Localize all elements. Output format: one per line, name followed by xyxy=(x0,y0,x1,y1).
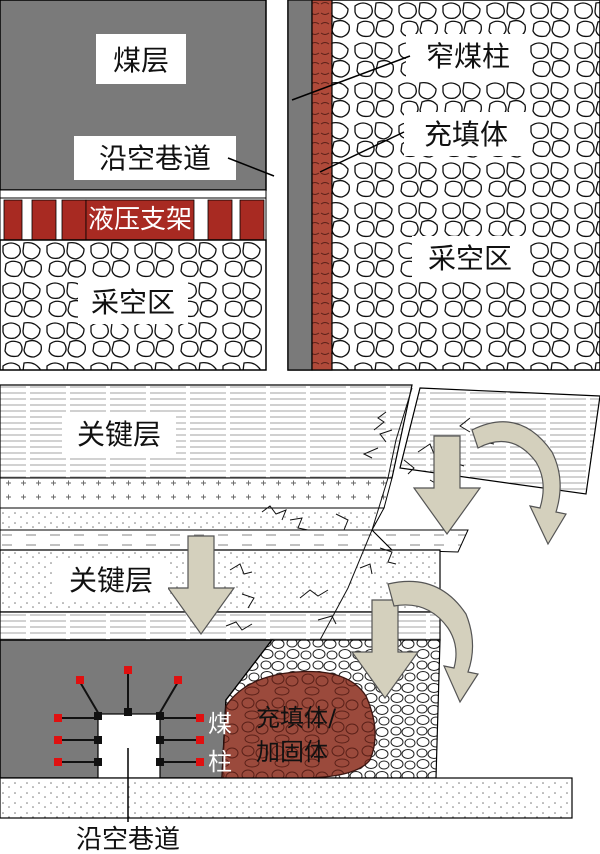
roadway-caption: 沿空巷道 xyxy=(76,825,180,854)
floor-stratum xyxy=(0,777,573,819)
backfill-reinforcement-body xyxy=(221,670,376,779)
panel-top-right: 窄煤柱 充填体 采空区 xyxy=(287,0,600,371)
coal-seam-label: 煤层 xyxy=(113,44,169,77)
goaf-label-left: 采空区 xyxy=(91,286,175,319)
narrow-pillar-label: 窄煤柱 xyxy=(426,40,510,73)
down-arrow-left xyxy=(166,535,236,636)
panel-bottom: 关键层 关键层 煤 柱 充填体/ 加固体 沿空巷道 xyxy=(0,384,600,854)
gob-roadway-label: 沿空巷道 xyxy=(99,142,211,175)
backfill-leader xyxy=(319,131,405,173)
reinforcement-label-line1: 充填体/ xyxy=(256,704,337,732)
roadway-bolts xyxy=(54,666,204,766)
load-arrows-down xyxy=(166,435,482,700)
dotted-layer-upper xyxy=(0,507,385,531)
key-stratum-upper-label: 关键层 xyxy=(77,418,161,451)
backfill-strip xyxy=(311,0,333,371)
dashed-layer-right xyxy=(370,529,469,553)
narrow-pillar-leader xyxy=(291,55,411,101)
down-arrow-upper-right xyxy=(412,435,482,536)
pillar-label-char-1: 煤 xyxy=(208,710,232,738)
key-stratum-upper xyxy=(0,384,413,479)
plus-layer xyxy=(0,477,393,509)
backfill-label: 充填体 xyxy=(424,118,508,151)
hydraulic-support xyxy=(0,197,267,241)
gob-roadway-leader xyxy=(227,157,275,177)
roadway-grey-strip xyxy=(287,0,313,371)
roadway-floor-strip xyxy=(0,189,267,199)
rotation-arrow-lower xyxy=(387,580,479,704)
panel-top-left: 煤层 沿空巷道 液压支架 采空区 xyxy=(0,0,275,371)
hydraulic-support-label: 液压支架 xyxy=(88,205,192,235)
reinforcement-label-line2: 加固体 xyxy=(256,738,328,766)
rotation-arrow-upper xyxy=(471,421,567,546)
down-arrow-lower-right xyxy=(350,599,420,700)
rotation-arrows xyxy=(387,421,567,704)
roadway-opening xyxy=(97,713,161,779)
pillar-label-char-2: 柱 xyxy=(208,748,232,776)
goaf-label-right: 采空区 xyxy=(428,242,512,275)
key-stratum-lower-label: 关键层 xyxy=(69,564,153,597)
